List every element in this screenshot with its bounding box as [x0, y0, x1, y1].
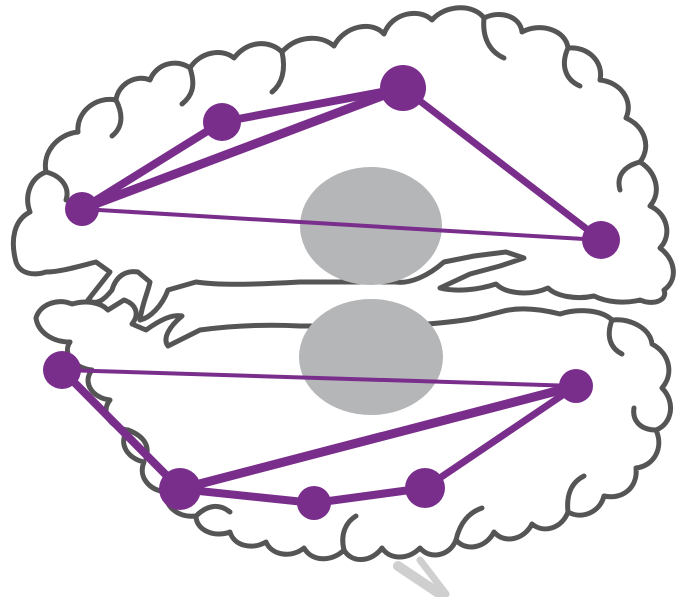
- lower-node-bottom-mid: [297, 486, 331, 520]
- lower-sulcus-4: [456, 508, 482, 540]
- upper-node-left: [65, 192, 99, 226]
- lower-node-left: [43, 351, 81, 389]
- lower-node-right: [559, 369, 593, 403]
- upper-node-top: [380, 65, 426, 111]
- upper-node-right: [582, 221, 620, 259]
- upper-sulcus-7: [46, 172, 67, 200]
- lower-node-bottom-right: [405, 468, 445, 508]
- upper-sulcus-4: [484, 18, 504, 58]
- lower-sulcus-3: [343, 516, 356, 550]
- upper-sulcus-6: [619, 162, 640, 190]
- upper-sulcus-1: [112, 100, 121, 136]
- upper-sulcus-5: [564, 48, 580, 86]
- upper-sulcus-3: [272, 52, 284, 92]
- lower-sulcus-6: [634, 408, 656, 430]
- lower-sulcus-2: [196, 506, 230, 516]
- upper-edge-b-c: [222, 88, 403, 122]
- upper-node-mid: [203, 103, 241, 141]
- lower-ventricle: [299, 299, 443, 415]
- arrow-stub-icon: [398, 560, 446, 594]
- lower-sulcus-7: [609, 320, 622, 354]
- lower-node-bottom-left: [159, 468, 201, 510]
- upper-sulcus-2: [182, 68, 193, 104]
- lower-sulcus-5: [568, 476, 584, 512]
- lower-network: [43, 351, 593, 520]
- lower-edge-a-b: [62, 370, 180, 489]
